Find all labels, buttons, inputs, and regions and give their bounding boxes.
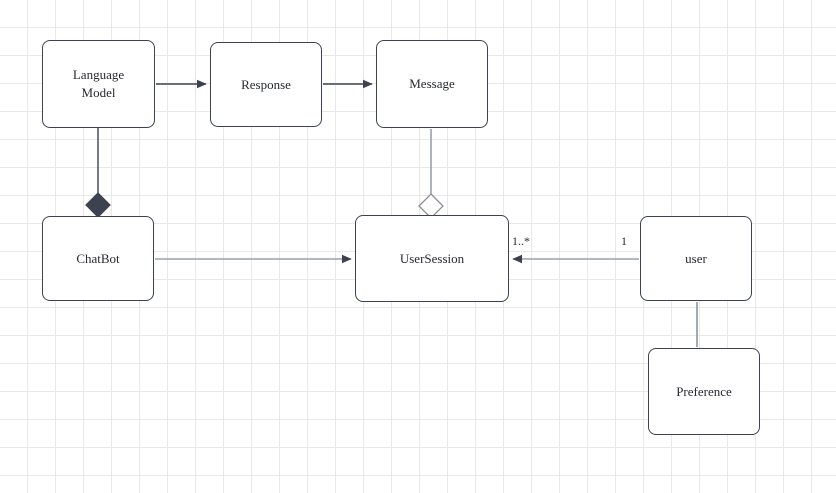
node-label-chatbot: ChatBot	[76, 250, 120, 266]
node-usersession[interactable]: UserSession	[355, 215, 509, 302]
node-label-language-model: Language Model	[72, 67, 125, 100]
node-label-user: user	[685, 250, 707, 266]
filled-diamond-marker	[85, 192, 111, 218]
node-user[interactable]: user	[640, 216, 752, 301]
node-response[interactable]: Response	[210, 42, 322, 127]
node-label-response: Response	[241, 76, 291, 92]
node-message[interactable]: Message	[376, 40, 488, 128]
edge-lm-to-chatbot	[85, 128, 111, 218]
node-preference[interactable]: Preference	[648, 348, 760, 435]
node-label-preference: Preference	[676, 383, 732, 399]
multiplicity-label-usersession: 1..*	[512, 234, 530, 248]
node-chatbot[interactable]: ChatBot	[42, 216, 154, 301]
multiplicity-label-user: 1	[621, 234, 627, 248]
node-language-model[interactable]: Language Model	[42, 40, 155, 128]
edge-message-to-usersession	[418, 129, 444, 219]
node-label-message: Message	[409, 76, 455, 92]
node-label-usersession: UserSession	[399, 250, 465, 266]
